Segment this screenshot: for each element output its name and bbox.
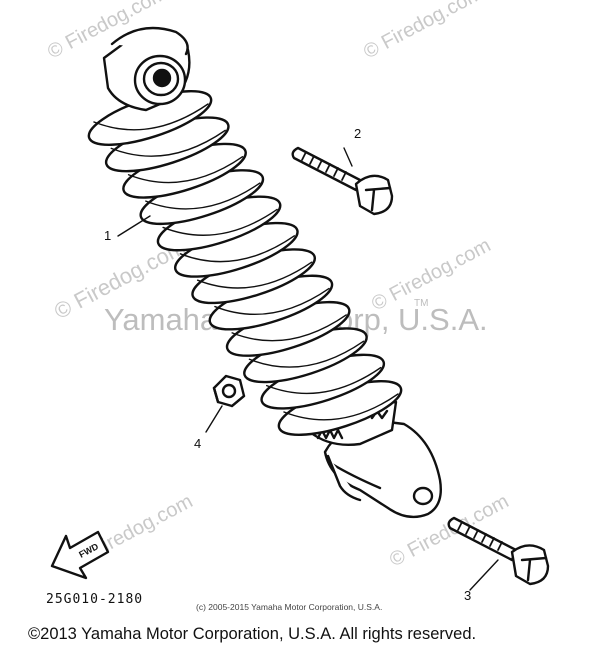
callout-3: 3 (464, 588, 472, 603)
spring-coil-shade (266, 366, 382, 395)
callout-2: 2 (354, 126, 362, 141)
spring-coil-shade (145, 182, 261, 210)
spring-coil-shade (93, 103, 209, 131)
upper-mount-eye (102, 26, 191, 112)
spring-coil-shade (179, 235, 296, 263)
bolt-lower (447, 516, 550, 586)
copyright-main: ©2013 Yamaha Motor Corporation, U.S.A. A… (28, 625, 477, 643)
diagram-code: 25G010-2180 (46, 592, 144, 607)
nut (212, 374, 246, 408)
spring-coil-shade (231, 314, 347, 342)
leader-line-3 (469, 559, 499, 591)
forward-arrow-icon (50, 530, 110, 580)
leader-line-2 (343, 147, 353, 167)
spring-coil-shade (110, 129, 226, 157)
spring-coil-shade (248, 340, 365, 368)
bolt-upper (291, 146, 394, 216)
callout-4: 4 (194, 436, 202, 451)
copyright-small: (c) 2005-2015 Yamaha Motor Corporation, … (196, 602, 383, 612)
spring-coil-shade (127, 156, 244, 184)
leader-line-4 (205, 405, 223, 433)
callout-1: 1 (104, 228, 112, 243)
spring-coil-shade (283, 393, 399, 421)
spring-coil-shade (196, 261, 313, 289)
coil-spring (87, 90, 403, 436)
watermark-trademark: TM (414, 298, 429, 309)
leader-line-1 (117, 215, 151, 237)
spring-coil-shade (162, 208, 278, 236)
spring-coil-shade (214, 287, 330, 316)
